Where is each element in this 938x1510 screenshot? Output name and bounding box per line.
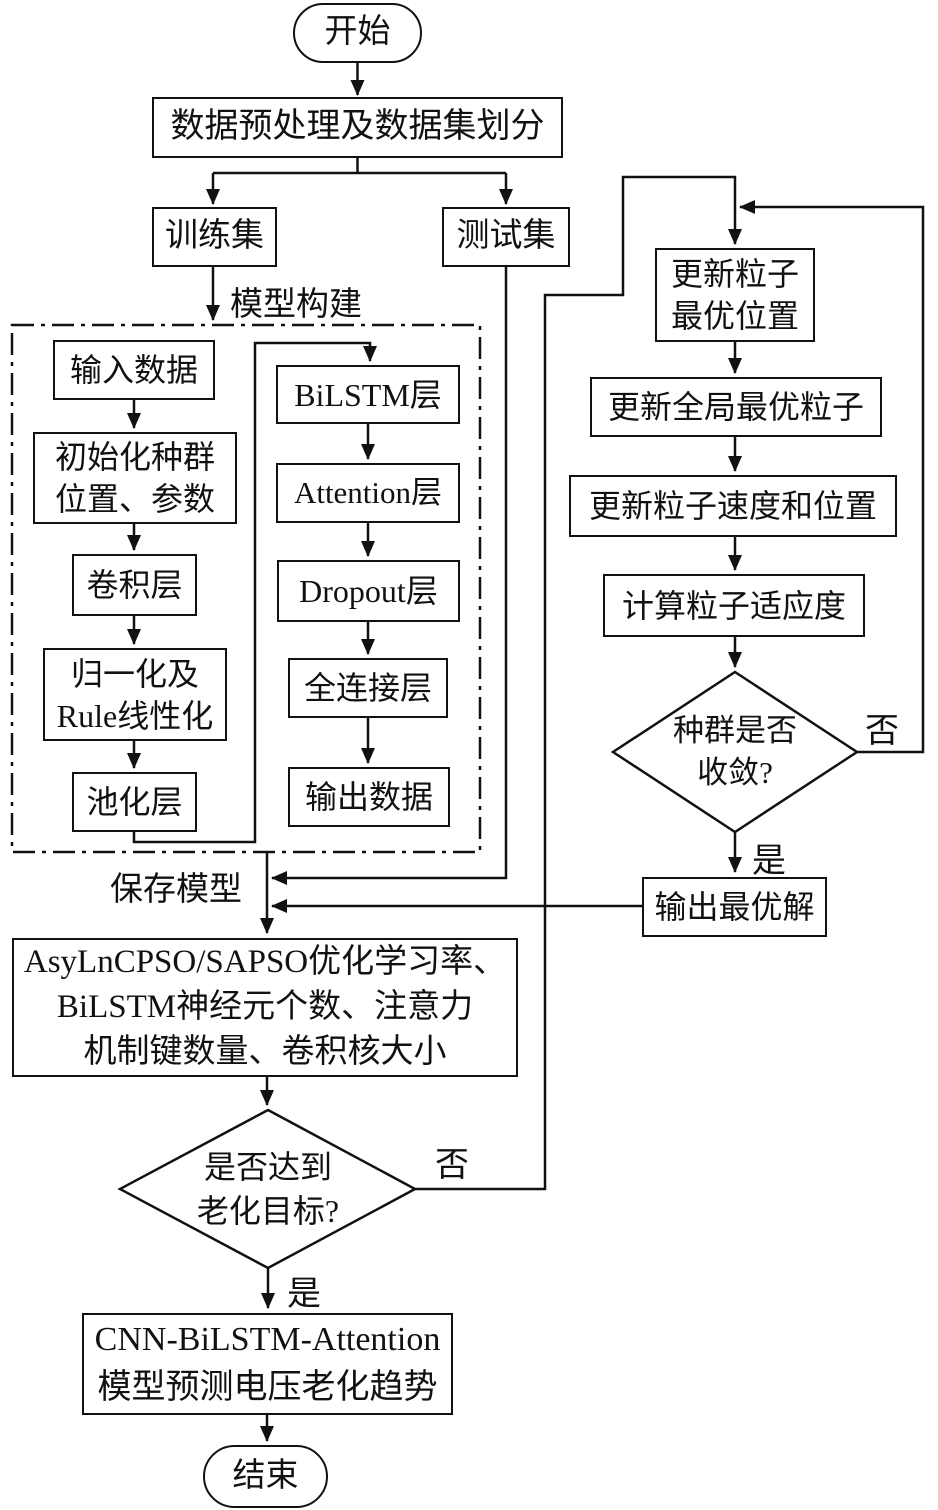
- normalize-box: 归一化及 Rule线性化: [43, 648, 227, 741]
- start-terminal: 开始: [293, 3, 422, 63]
- model-build-module-frame: [10, 323, 482, 854]
- aging-no-label: 否: [435, 1147, 469, 1184]
- aging-yes-label: 是: [287, 1276, 321, 1313]
- update-global-best-box: 更新全局最优粒子: [590, 377, 882, 437]
- model-build-label: 模型构建: [230, 287, 362, 323]
- aging-decision-diamond: [117, 1108, 418, 1270]
- optimize-box: AsyLnCPSO/SAPSO优化学习率、 BiLSTM神经元个数、注意力 机制…: [12, 938, 518, 1077]
- train-set-box: 训练集: [152, 207, 277, 267]
- edge-aging-no-loop: [415, 175, 742, 1191]
- init-population-box: 初始化种群 位置、参数: [33, 432, 237, 524]
- output-best-box: 输出最优解: [642, 877, 827, 937]
- test-set-box: 测试集: [442, 207, 570, 267]
- bilstm-layer-box: BiLSTM层: [276, 365, 460, 424]
- conv-layer-box: 卷积层: [72, 554, 197, 616]
- edge-testset-savemodel: [271, 267, 508, 885]
- preprocess-box: 数据预处理及数据集划分: [152, 97, 563, 158]
- dropout-layer-box: Dropout层: [277, 560, 460, 622]
- converge-yes-label: 是: [752, 843, 786, 880]
- attention-layer-box: Attention层: [276, 463, 460, 523]
- input-data-box: 输入数据: [53, 340, 215, 400]
- converge-decision-diamond: [610, 670, 860, 834]
- converge-no-label: 否: [865, 713, 899, 750]
- output-data-box: 输出数据: [288, 767, 450, 827]
- end-terminal: 结束: [203, 1445, 328, 1508]
- fc-layer-box: 全连接层: [288, 658, 448, 718]
- save-model-label: 保存模型: [110, 872, 242, 908]
- aging-decision-label: 是否达到 老化目标?: [196, 1149, 340, 1229]
- edge-pool-bilstm: [132, 341, 377, 844]
- cnn-predict-box: CNN-BiLSTM-Attention 模型预测电压老化趋势: [82, 1313, 453, 1415]
- edge-converge-no-loop: [739, 200, 925, 754]
- calc-fitness-box: 计算粒子适应度: [603, 574, 865, 637]
- converge-decision-label: 种群是否 收敛?: [673, 713, 797, 790]
- update-velocity-box: 更新粒子速度和位置: [569, 475, 897, 537]
- update-particle-best-box: 更新粒子 最优位置: [655, 248, 815, 342]
- pool-layer-box: 池化层: [72, 772, 197, 832]
